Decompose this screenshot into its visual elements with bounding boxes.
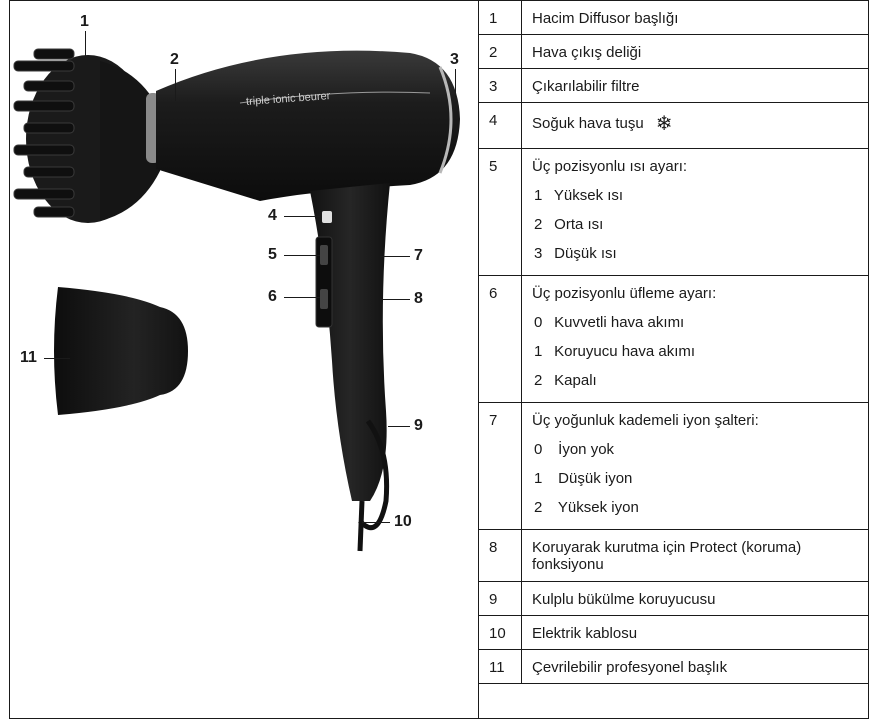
row-description: Çevrilebilir profesyonel başlık xyxy=(522,650,869,684)
row-description: Üç yoğunluk kademeli iyon şalteri: 0 İyo… xyxy=(522,403,869,530)
leader-line-3 xyxy=(455,69,456,97)
leader-line-5 xyxy=(284,255,320,256)
table-row: 2 Hava çıkış deliği xyxy=(479,35,869,69)
row-number: 9 xyxy=(479,582,522,616)
heat-setting-title: Üç pozisyonlu ısı ayarı: xyxy=(532,158,687,175)
row-number: 10 xyxy=(479,616,522,650)
callout-2: 2 xyxy=(170,52,179,68)
row-description: Hacim Diffusor başlığı xyxy=(522,1,869,35)
callout-3: 3 xyxy=(450,52,459,68)
list-item: 0 Kuvvetli hava akımı xyxy=(532,314,862,331)
callout-9: 9 xyxy=(414,418,423,434)
leader-line-6 xyxy=(284,297,320,298)
callout-11: 11 xyxy=(20,350,37,366)
callout-10: 10 xyxy=(394,514,412,530)
list-item: 0 İyon yok xyxy=(532,441,862,458)
diffuser-shape xyxy=(14,49,160,223)
table-row: 11 Çevrilebilir profesyonel başlık xyxy=(479,650,869,684)
table-row: 10 Elektrik kablosu xyxy=(479,616,869,650)
callout-8: 8 xyxy=(414,291,423,307)
ion-setting-title: Üç yoğunluk kademeli iyon şalteri: xyxy=(532,412,759,429)
row-number: 6 xyxy=(479,276,522,403)
row-number: 4 xyxy=(479,103,522,149)
row-description: Üç pozisyonlu ısı ayarı: 1 Yüksek ısı 2 … xyxy=(522,149,869,276)
list-item: 1 Koruyucu hava akımı xyxy=(532,343,862,360)
row-number: 3 xyxy=(479,69,522,103)
row-number: 11 xyxy=(479,650,522,684)
row-number: 7 xyxy=(479,403,522,530)
table-row: 1 Hacim Diffusor başlığı xyxy=(479,1,869,35)
cool-shot-label: Soğuk hava tuşu xyxy=(532,115,644,132)
callout-1: 1 xyxy=(80,14,89,30)
table-row: 8 Koruyarak kurutma için Protect (koruma… xyxy=(479,530,869,582)
callout-7: 7 xyxy=(414,248,423,264)
leader-line-11 xyxy=(44,358,70,359)
list-item: 1 Düşük iyon xyxy=(532,470,862,487)
leader-line-9 xyxy=(388,426,410,427)
row-number: 2 xyxy=(479,35,522,69)
row-description: Kulplu bükülme koruyucusu xyxy=(522,582,869,616)
leader-line-2 xyxy=(175,69,176,101)
row-number: 5 xyxy=(479,149,522,276)
hair-dryer-figure: triple ionic beurer 1 2 3 4 5 6 7 8 9 10… xyxy=(10,1,479,718)
airflow-setting-title: Üç pozisyonlu üfleme ayarı: xyxy=(532,285,716,302)
table-row: 6 Üç pozisyonlu üfleme ayarı: 0 Kuvvetli… xyxy=(479,276,869,403)
table-row: 3 Çıkarılabilir filtre xyxy=(479,69,869,103)
table-row: 5 Üç pozisyonlu ısı ayarı: 1 Yüksek ısı … xyxy=(479,149,869,276)
leader-line-10 xyxy=(362,522,390,523)
list-item: 2 Orta ısı xyxy=(532,216,862,233)
callout-6: 6 xyxy=(268,289,277,305)
snowflake-icon: ❄ xyxy=(656,117,673,131)
list-item: 2 Kapalı xyxy=(532,372,862,389)
leader-line-4 xyxy=(284,216,320,217)
row-description: Soğuk hava tuşu ❄ xyxy=(522,103,869,149)
callout-4: 4 xyxy=(268,208,277,224)
row-number: 1 xyxy=(479,1,522,35)
row-description: Elektrik kablosu xyxy=(522,616,869,650)
row-number: 8 xyxy=(479,530,522,582)
callout-5: 5 xyxy=(268,247,277,263)
leader-line-8 xyxy=(380,299,410,300)
list-item: 3 Düşük ısı xyxy=(532,245,862,262)
row-description: Koruyarak kurutma için Protect (koruma) … xyxy=(522,530,869,582)
table-row: 4 Soğuk hava tuşu ❄ xyxy=(479,103,869,149)
row-description: Üç pozisyonlu üfleme ayarı: 0 Kuvvetli h… xyxy=(522,276,869,403)
table-row: 9 Kulplu bükülme koruyucusu xyxy=(479,582,869,616)
list-item: 1 Yüksek ısı xyxy=(532,187,862,204)
leader-line-1 xyxy=(85,31,86,59)
list-item: 2 Yüksek iyon xyxy=(532,499,862,516)
parts-legend-table: 1 Hacim Diffusor başlığı 2 Hava çıkış de… xyxy=(478,0,869,684)
leader-line-7 xyxy=(380,256,410,257)
row-description: Hava çıkış deliği xyxy=(522,35,869,69)
row-description: Çıkarılabilir filtre xyxy=(522,69,869,103)
hair-dryer-illustration xyxy=(10,1,478,718)
table-row: 7 Üç yoğunluk kademeli iyon şalteri: 0 İ… xyxy=(479,403,869,530)
